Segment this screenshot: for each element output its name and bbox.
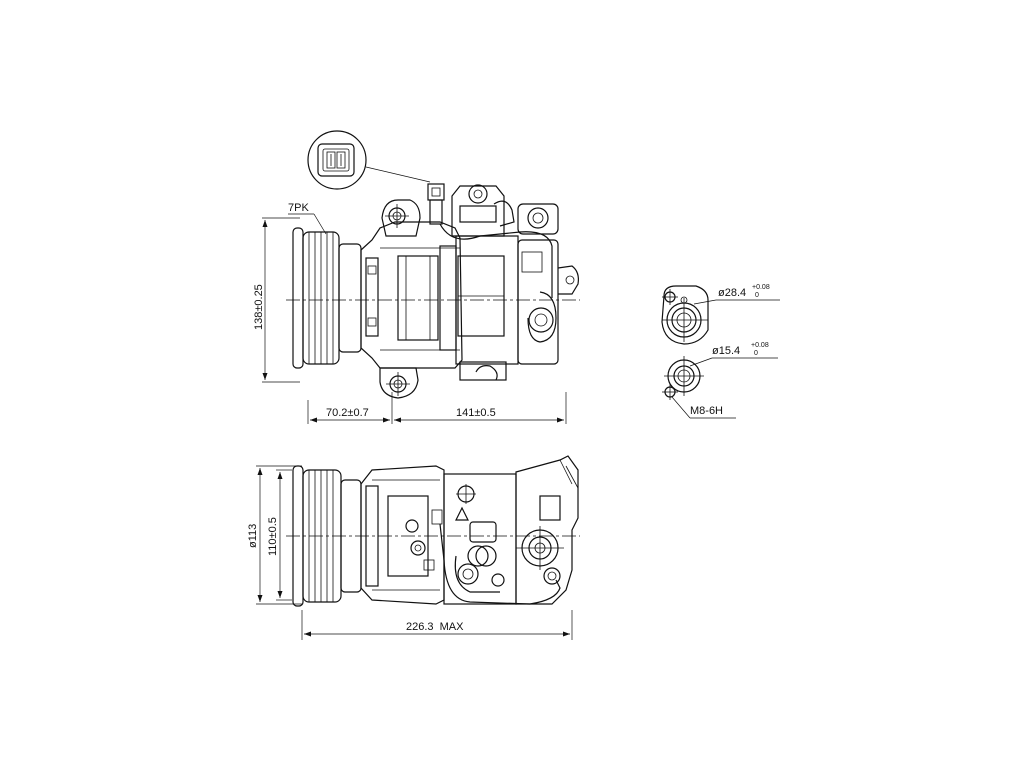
- port-large-tolerance-upper: +0.08: [752, 284, 770, 291]
- body-length-label: 141±0.5: [456, 407, 496, 419]
- connector-detail-callout: [307, 130, 431, 190]
- port-small-tolerance-upper: +0.08: [751, 342, 769, 349]
- front-housing: [360, 221, 463, 369]
- wire-harness-side: [439, 223, 553, 298]
- main-body: [455, 235, 579, 381]
- port-small-diameter-label: ø15.4: [712, 345, 740, 357]
- pulley-side: [292, 227, 362, 369]
- compressor-top-view: [286, 455, 580, 607]
- side-view-dimensions: 138±0.25 70.2±0.7 141±0.5 7PK: [253, 202, 567, 424]
- main-body-top: [443, 473, 517, 605]
- front-housing-top: [360, 465, 445, 605]
- belt-type-label: 7PK: [288, 202, 309, 214]
- port-large-tolerance-lower: 0: [755, 292, 759, 299]
- wire-harness-top: [439, 523, 561, 605]
- overall-length-label: 226.3 MAX: [406, 621, 464, 633]
- port-large-detail: ø28.4 +0.08 0: [661, 284, 780, 345]
- port-small-detail: ø15.4 +0.08 0 M8-6H: [662, 342, 778, 419]
- compressor-side-view: [286, 183, 580, 399]
- height-dimension-label: 138±0.25: [253, 284, 265, 330]
- lower-mount-ear: [379, 367, 419, 399]
- port-small-tolerance-lower: 0: [754, 350, 758, 357]
- rear-head-top: [515, 455, 579, 605]
- body-diameter-label: ø113: [247, 524, 259, 548]
- thread-spec-label: M8-6H: [690, 405, 723, 417]
- pulley-offset-label: 70.2±0.7: [326, 407, 369, 419]
- upper-mount-ear: [381, 199, 421, 237]
- port-large-diameter-label: ø28.4: [718, 287, 746, 299]
- top-fittings: [427, 183, 559, 237]
- pulley-diameter-label: 110±0.5: [267, 517, 279, 556]
- top-view-dimensions: ø113 110±0.5 226.3 MAX: [247, 465, 573, 640]
